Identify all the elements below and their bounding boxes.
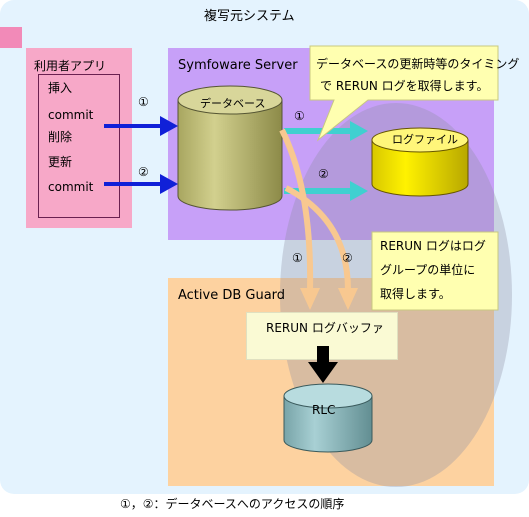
orange-arrow-2 <box>284 185 351 291</box>
group-callout-line-3: 取得します。 <box>380 287 451 301</box>
server-title: Symfoware Server <box>178 58 298 73</box>
marker-app-one: ① <box>138 95 149 109</box>
operation-commit-2: commit <box>48 180 94 194</box>
black-arrow <box>308 346 338 383</box>
log-file-cylinder <box>371 127 469 197</box>
cyan-arrow-2 <box>284 181 368 201</box>
corner-marker <box>0 27 22 48</box>
user-app-title: 利用者アプリ <box>34 59 107 73</box>
rlc-label: RLC <box>312 403 336 417</box>
guard-title: Active DB Guard <box>178 288 286 303</box>
rerun-log-buffer-label: RERUN ログバッファ <box>266 321 384 335</box>
orange-arrowhead-2 <box>338 288 358 310</box>
timing-callout <box>309 45 499 142</box>
marker-buffer-one: ① <box>292 251 303 265</box>
marker-log-one: ① <box>294 109 305 123</box>
operation-update: 更新 <box>48 155 73 169</box>
source-system-title: 複写元システム <box>204 9 295 24</box>
marker-buffer-two: ② <box>342 251 353 265</box>
diagram-caption: ①，②：データベースへのアクセスの順序 <box>120 497 345 511</box>
blue-arrow-2 <box>104 174 178 194</box>
operation-delete: 削除 <box>48 130 73 144</box>
operation-list <box>38 74 120 218</box>
database-label: データベース <box>200 97 266 110</box>
database-cylinder <box>177 85 283 211</box>
operation-commit-1: commit <box>48 108 94 122</box>
orange-arrow-1 <box>279 128 314 291</box>
group-callout-line-2: グループの単位に <box>380 263 476 277</box>
marker-log-two: ② <box>318 167 329 181</box>
log-file-label: ログファイル <box>392 133 458 146</box>
group-callout-line-1: RERUN ログはログ <box>380 239 486 253</box>
rlc-cylinder <box>283 383 373 453</box>
orange-arrowhead-1 <box>300 288 320 310</box>
marker-app-two: ② <box>138 165 149 179</box>
blue-arrow-1 <box>104 116 178 136</box>
timing-callout-line-2: で RERUN ログを取得します。 <box>320 79 489 93</box>
group-callout <box>371 231 499 311</box>
timing-callout-line-1: データベースの更新時等のタイミング <box>316 57 520 71</box>
operation-insert: 挿入 <box>48 81 73 95</box>
